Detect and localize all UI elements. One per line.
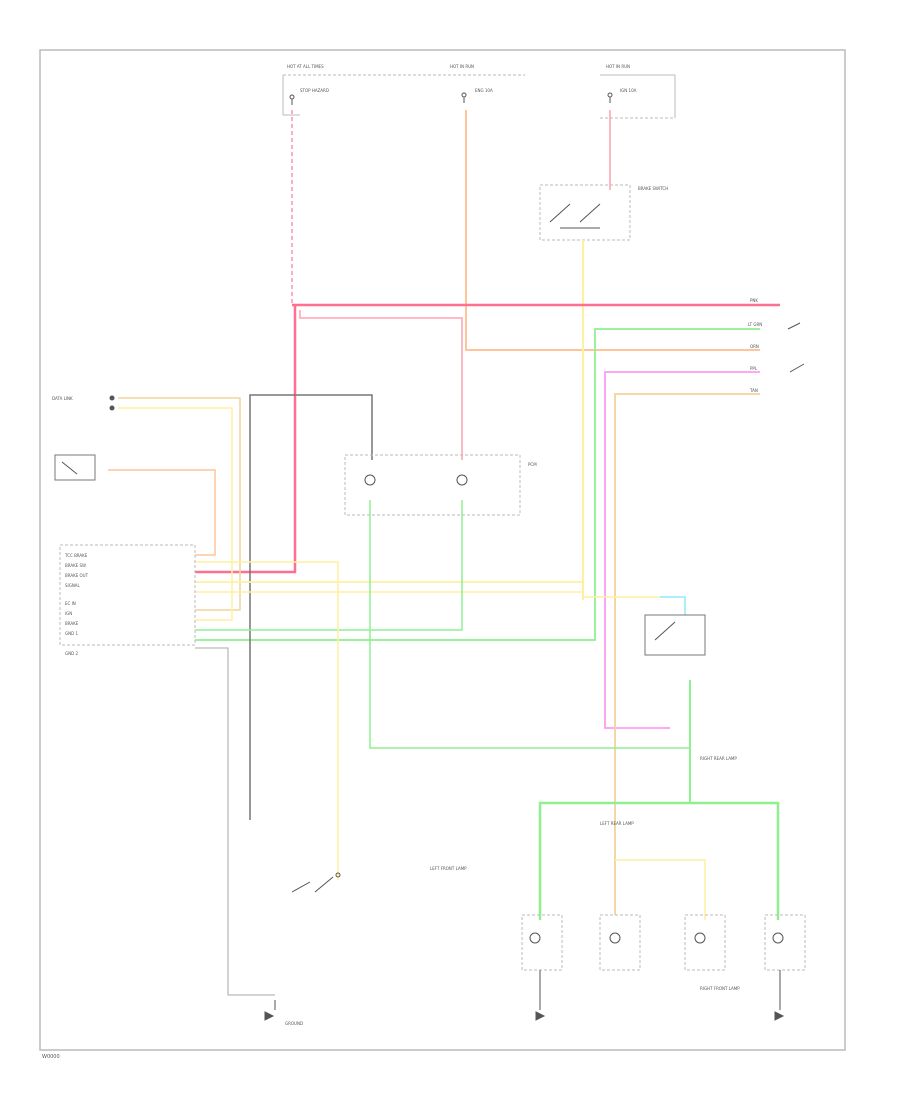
wire-yellow-lamp xyxy=(615,859,706,920)
brake-switch-box xyxy=(539,184,631,241)
fuse-symbols xyxy=(289,92,613,105)
fuse-label: HOT IN RUN xyxy=(450,64,474,69)
fuse-label: HOT AT ALL TIMES xyxy=(287,64,324,69)
wire-tan-4 xyxy=(195,561,339,880)
wire-cyan xyxy=(660,596,686,615)
right-wire-label: LT GRN xyxy=(748,322,762,327)
pcm-box xyxy=(344,454,521,516)
wire-green-low xyxy=(369,500,691,803)
wire-green-right xyxy=(195,328,760,641)
wire-black xyxy=(249,394,373,820)
bottom-switch xyxy=(291,872,341,893)
wire-red-down xyxy=(195,305,297,574)
connector-pin: BRAKE SW xyxy=(65,563,86,568)
ground-drops xyxy=(539,970,781,1010)
diagram-border xyxy=(39,49,846,1051)
connector-pin: GND 2 xyxy=(65,651,78,656)
wire-pink-loop xyxy=(299,310,463,460)
data-link-label: DATA LINK xyxy=(52,396,73,401)
connector-pin: GND 1 xyxy=(65,631,78,636)
lamp-labels: LEFT FRONT LAMP RIGHT FRONT LAMP LEFT RE… xyxy=(430,756,740,991)
footer-code: W0000 xyxy=(42,1054,60,1060)
wire-green-lamps xyxy=(538,801,780,920)
brake-switch-label: BRAKE SWITCH xyxy=(638,186,668,191)
pcm-label: PCM xyxy=(528,462,537,467)
lamp-box xyxy=(521,914,563,971)
connector-box xyxy=(59,544,196,646)
lamp-label: RIGHT REAR LAMP xyxy=(700,756,737,761)
fuse-sub-label: IGN 10A xyxy=(620,88,637,93)
wire-tan-right xyxy=(614,393,760,915)
lamp-symbols xyxy=(529,932,784,944)
connector-pin: IGN xyxy=(65,611,72,616)
wire-orange-vertical xyxy=(465,110,760,351)
connector-pin: BRAKE OUT xyxy=(65,573,89,578)
lower-switch-box xyxy=(644,614,706,656)
ground-symbols xyxy=(264,1011,785,1021)
fuse-label: HOT IN RUN xyxy=(606,64,630,69)
lamp-label: LEFT REAR LAMP xyxy=(600,821,634,826)
brake-switch-symbol xyxy=(549,203,601,229)
connector-pin: SIGNAL xyxy=(65,583,81,588)
lamp-box xyxy=(764,914,806,971)
left-switch-box xyxy=(54,454,96,481)
fuse-sub-label: ENG 10A xyxy=(475,88,493,93)
wire-tan-2 xyxy=(118,407,233,621)
wire-tan-3 xyxy=(108,469,216,556)
lower-switch-symbol xyxy=(654,621,676,641)
wire-tan-1 xyxy=(118,397,241,611)
fuse-block-top xyxy=(282,74,676,119)
wires xyxy=(108,110,780,1010)
lamp-boxes xyxy=(521,914,806,971)
lamp-box xyxy=(684,914,726,971)
connector-pin: BRAKE xyxy=(65,621,79,626)
lamp-label: LEFT FRONT LAMP xyxy=(430,866,467,871)
data-link-connector: DATA LINK xyxy=(52,395,115,411)
right-wire-labels: PNK LT GRN ORN PPL TAN xyxy=(748,298,762,393)
connector-pins: TCC BRAKE BRAKE SW BRAKE OUT SIGNAL EC I… xyxy=(64,553,89,656)
wire-gray-ground xyxy=(195,647,275,996)
lamp-label: RIGHT FRONT LAMP xyxy=(700,986,740,991)
wire-magenta xyxy=(604,371,760,729)
connector-pin: EC IN xyxy=(65,601,76,606)
right-switch-symbols xyxy=(787,322,805,373)
right-wire-label: PPL xyxy=(750,366,758,371)
fuse-sub-label: STOP HAZARD xyxy=(300,88,329,93)
left-switch-symbol xyxy=(61,461,78,475)
wire-green-2 xyxy=(195,500,463,631)
fuse-labels: HOT AT ALL TIMES HOT IN RUN HOT IN RUN S… xyxy=(287,64,637,93)
right-wire-label: PNK xyxy=(750,298,758,303)
lamp-box xyxy=(599,914,641,971)
right-wire-label: ORN xyxy=(750,344,759,349)
pcm-symbols xyxy=(364,474,468,486)
connector-pin: TCC BRAKE xyxy=(64,553,88,558)
ground-label: GROUND xyxy=(285,1021,303,1026)
right-wire-label: TAN xyxy=(749,388,758,393)
